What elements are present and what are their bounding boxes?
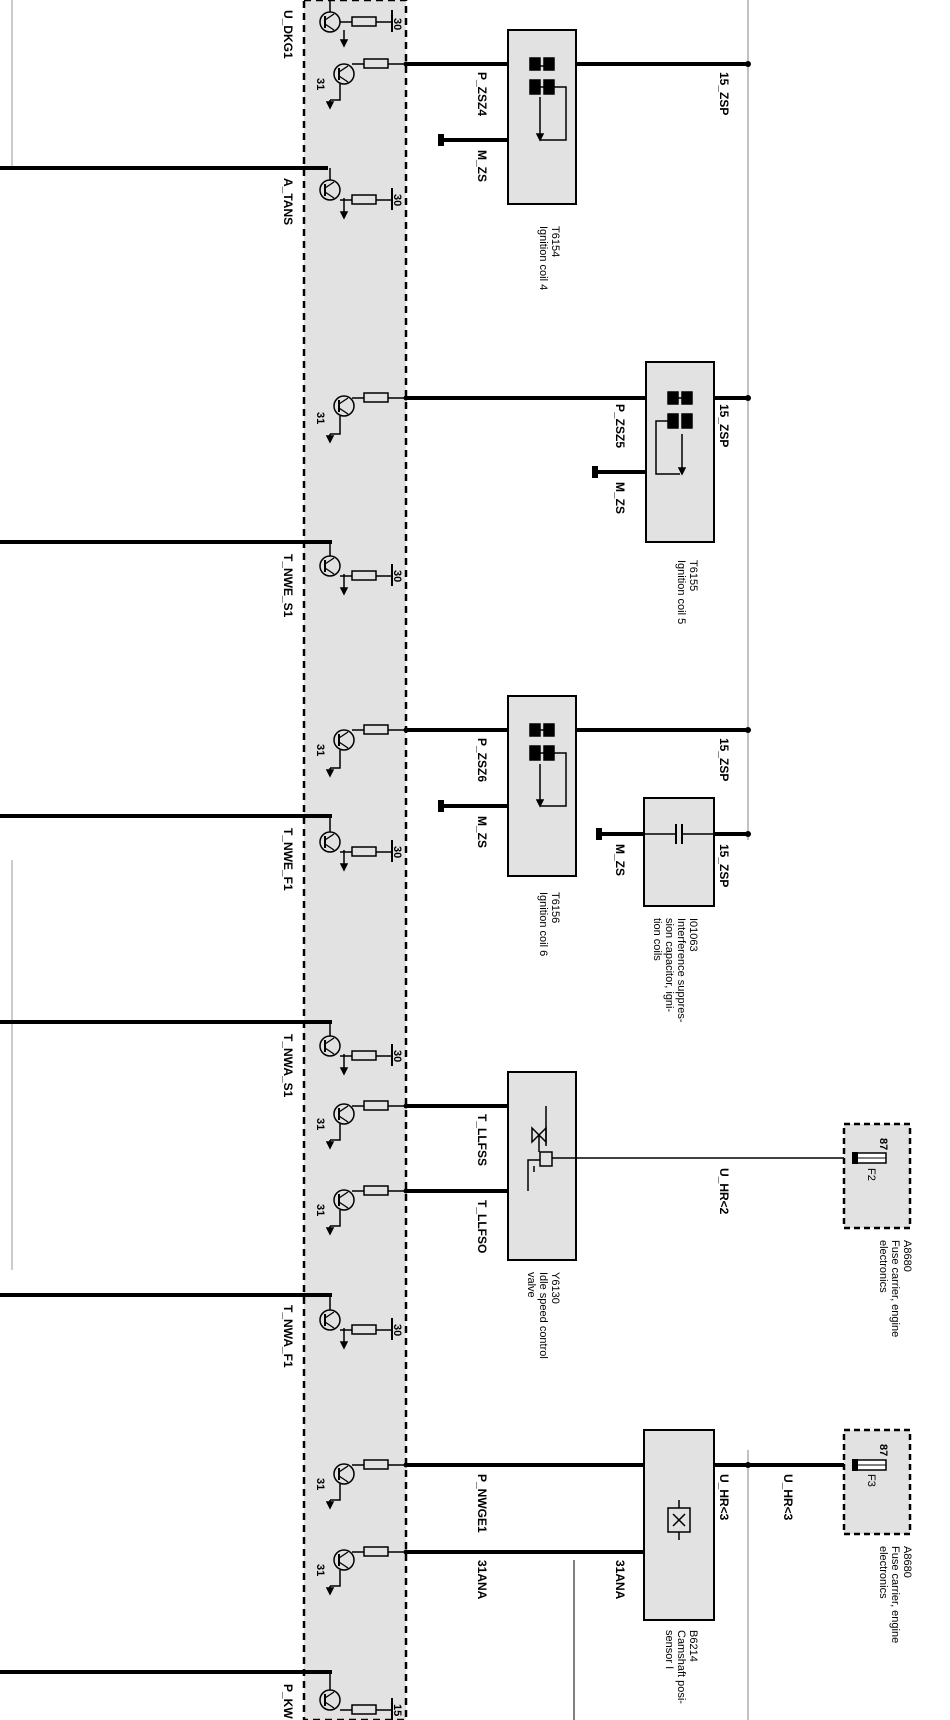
sensor-ground-label-ecu: 31ANA: [475, 1560, 489, 1600]
fuse-f3-carrier-name-1: Fuse carrier, engine: [889, 1546, 901, 1643]
fuse-f3-carrier-name-2: electronics: [877, 1546, 889, 1599]
camshaft-sensor-box: [643, 1429, 715, 1621]
coil5-signal-label: P_ZSZ5: [613, 404, 627, 448]
pin-label: 31: [314, 744, 326, 756]
valve-supply-label: U_HR<2: [717, 1168, 731, 1215]
pin-label: 31: [314, 1204, 326, 1216]
capacitor-supply-label: 15_ZSP: [717, 844, 731, 887]
ignition-coil-5-box: [645, 361, 715, 543]
fuse-carrier-f2: [842, 1122, 912, 1230]
fuse-f3-label: F3: [865, 1474, 877, 1487]
coil4-supply-label: 15_ZSP: [717, 72, 731, 115]
ecu-module: [302, 0, 408, 1720]
fuse-f2-pin: 87: [877, 1138, 889, 1150]
coil6-supply-label: 15_ZSP: [717, 738, 731, 781]
coil4-ground-label: M_ZS: [475, 150, 489, 182]
coil5-id: T6155: [687, 560, 699, 591]
pin-label: 31: [314, 412, 326, 424]
signal-label-u-dkg1: U_DKG1: [281, 10, 295, 59]
pin-label: 30: [391, 846, 403, 858]
pin-label: 30: [391, 570, 403, 582]
coil6-name: Ignition coil 6: [537, 892, 549, 956]
sensor-signal-label: P_NWGE1: [475, 1474, 489, 1533]
coil5-supply-label: 15_ZSP: [717, 404, 731, 447]
suppression-capacitor-box: [643, 797, 715, 907]
ignition-coil-4-box: [507, 29, 577, 205]
pin-label: 30: [391, 1324, 403, 1336]
pin-label: 30: [391, 194, 403, 206]
fuse-f3-carrier-id: A8680: [901, 1546, 913, 1578]
capacitor-name-line-1: Interference suppres-: [675, 918, 687, 1023]
coil6-signal-label: P_ZSZ6: [475, 738, 489, 782]
sensor-ground-label: 31ANA: [613, 1560, 627, 1600]
fuse-f3-pin: 87: [877, 1444, 889, 1456]
fuse-f2-carrier-id: A8680: [901, 1240, 913, 1272]
pin-label: 31: [314, 1564, 326, 1576]
coil5-ground-label: M_ZS: [613, 482, 627, 514]
sensor-supply-label: U_HR<3: [717, 1474, 731, 1521]
coil6-id: T6156: [549, 892, 561, 923]
valve-name-line-2: valve: [525, 1272, 537, 1298]
coil4-name: Ignition coil 4: [537, 226, 549, 290]
fuse-f2-carrier-name-2: electronics: [877, 1240, 889, 1293]
signal-label-t-nwa-s1: T_NWA_S1: [281, 1034, 295, 1098]
valve-signal-label-2: T_LLFSO: [475, 1200, 489, 1253]
coil4-id: T6154: [549, 226, 561, 257]
valve-id: Y6130: [549, 1272, 561, 1304]
capacitor-name-line-3: tion coils: [651, 918, 663, 961]
pin-label: 31: [314, 1118, 326, 1130]
signal-label-a-tans: A_TANS: [281, 178, 295, 225]
valve-signal-label-1: T_LLFSS: [475, 1114, 489, 1166]
pin-label: 30: [391, 18, 403, 30]
signal-label-t-nwe-f1: T_NWE_F1: [281, 828, 295, 891]
valve-name-line-1: Idle speed control: [537, 1272, 549, 1359]
pin-label: 31: [314, 1478, 326, 1490]
coil4-signal-label: P_ZSZ4: [475, 72, 489, 116]
pin-label: 31: [314, 78, 326, 90]
fuse-f2-carrier-name-1: Fuse carrier, engine: [889, 1240, 901, 1337]
capacitor-name-line-2: sion capacitor, igni-: [663, 918, 675, 1012]
coil5-name: Ignition coil 5: [675, 560, 687, 624]
pin-label: 30: [391, 1050, 403, 1062]
signal-label-p-kw: P_KW: [281, 1684, 295, 1719]
signal-label-t-nwe-s1: T_NWE_S1: [281, 554, 295, 618]
coil6-ground-label: M_ZS: [475, 816, 489, 848]
fuse-carrier-f3: [842, 1428, 912, 1536]
capacitor-ground-label: M_ZS: [613, 844, 627, 876]
pin-label: 15: [391, 1704, 403, 1716]
sensor-name-line-1: Camshaft posi-: [675, 1630, 687, 1704]
sensor-name-line-2: sensor I: [663, 1630, 675, 1669]
signal-label-t-nwa-f1: T_NWA_F1: [281, 1305, 295, 1368]
capacitor-id: I01063: [687, 918, 699, 952]
fuse-f2-label: F2: [865, 1168, 877, 1181]
sensor-id: B6214: [687, 1630, 699, 1662]
ignition-coil-6-box: [507, 695, 577, 877]
fuse-supply-label: U_HR<3: [781, 1474, 795, 1521]
